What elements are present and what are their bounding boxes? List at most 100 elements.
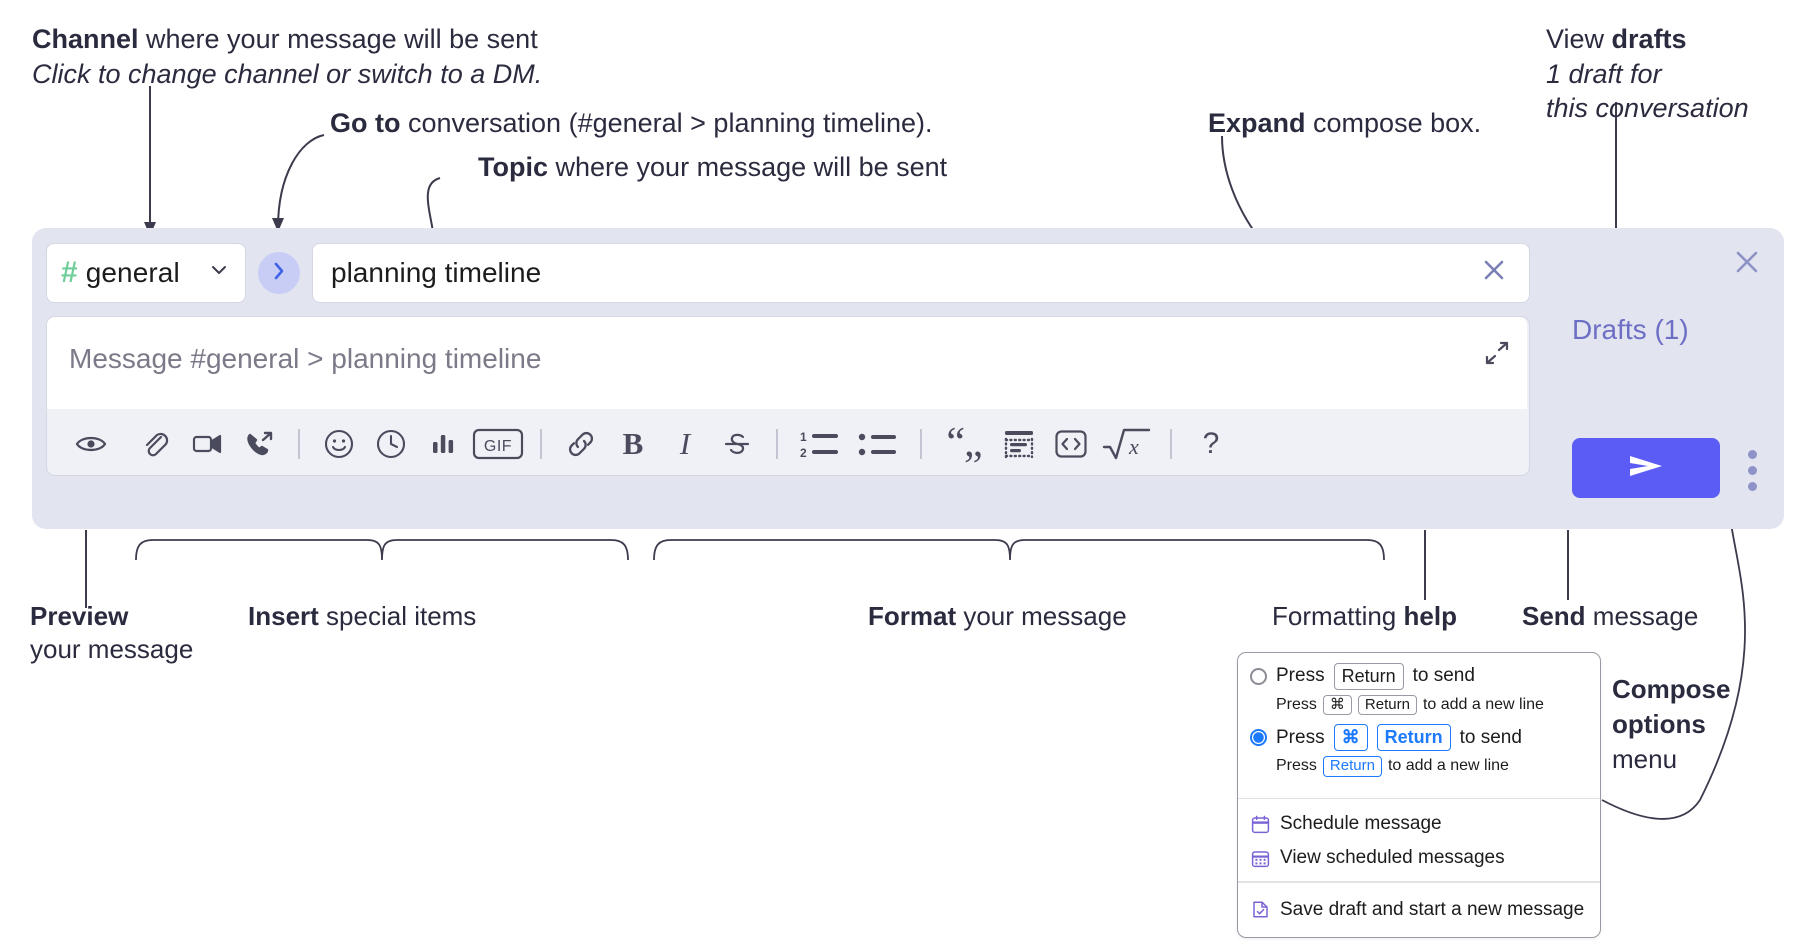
annotation-expand-bold: Expand <box>1208 108 1306 138</box>
strikethrough-icon[interactable] <box>711 421 763 467</box>
send-option-cmd-return-sub: Press Return to add a new line <box>1276 755 1588 777</box>
key-return: Return <box>1357 694 1417 716</box>
sub-tail-label: to add a new line <box>1422 695 1544 713</box>
key-command: ⌘ <box>1333 724 1368 751</box>
annotation-expand-rest: compose box. <box>1305 108 1482 138</box>
annotation-insert-rest: special items <box>318 601 477 631</box>
clock-reminder-icon[interactable] <box>365 421 417 467</box>
annotation-compose-options-bold2: options <box>1612 708 1706 739</box>
code-block-icon[interactable] <box>993 421 1045 467</box>
channel-selector[interactable]: # general <box>46 243 246 303</box>
close-icon[interactable] <box>1479 255 1515 292</box>
italic-icon[interactable]: I <box>679 426 691 461</box>
menu-schedule-group: Schedule message View scheduled messages <box>1238 799 1600 881</box>
annotation-preview-rest: your message <box>30 634 194 665</box>
send-button[interactable] <box>1572 438 1720 498</box>
compose-options-button[interactable] <box>1748 450 1757 491</box>
gif-icon[interactable]: GIF <box>469 421 527 467</box>
menu-divider <box>1238 881 1600 883</box>
send-option-return-sub: Press ⌘ Return to add a new line <box>1276 694 1588 716</box>
annotation-channel-italic: Click to change channel or switch to a D… <box>32 58 543 89</box>
menu-item-label: View scheduled messages <box>1280 847 1505 868</box>
menu-draft-group: Save draft and start a new message <box>1238 883 1600 937</box>
annotation-drafts: View drafts 1 draft for this conversatio… <box>1546 22 1749 126</box>
link-icon[interactable] <box>555 421 607 467</box>
topic-value: planning timeline <box>331 257 542 288</box>
poll-bar-chart-icon[interactable] <box>417 421 469 467</box>
annotation-format-bold: Format <box>868 601 957 631</box>
svg-text:2: 2 <box>800 446 807 460</box>
more-options-dot <box>1748 450 1757 459</box>
topic-input[interactable]: planning timeline <box>312 243 1530 303</box>
more-options-dot <box>1748 482 1757 491</box>
key-return: Return <box>1376 724 1451 751</box>
toolbar-divider <box>776 429 778 459</box>
close-icon[interactable] <box>1730 245 1764 284</box>
radio-selected[interactable] <box>1250 729 1267 746</box>
audio-clip-icon[interactable] <box>233 421 285 467</box>
ordered-list-icon[interactable]: 1 2 <box>791 421 849 467</box>
bold-icon[interactable]: B <box>622 426 644 461</box>
menu-divider <box>1238 797 1600 799</box>
compose-panel: # general planning timeline <box>32 228 1784 529</box>
compose-options-menu: Press Return to send Press ⌘ Return to a… <box>1237 652 1601 938</box>
annotation-compose-options: Compose options menu <box>1612 672 1730 776</box>
emoji-icon[interactable] <box>313 421 365 467</box>
compose-inner: # general planning timeline <box>46 242 1530 476</box>
option-press-label: Press <box>1276 726 1325 748</box>
annotation-topic-rest: where your message will be sent <box>548 152 948 182</box>
option-tail-label: to send <box>1459 726 1522 748</box>
annotation-drafts-italic1: 1 draft for <box>1546 58 1662 89</box>
annotation-goto-rest: conversation (#general > planning timeli… <box>400 108 933 138</box>
compose-header-row: # general planning timeline <box>46 242 1530 304</box>
menu-item-label: Schedule message <box>1280 813 1442 834</box>
annotation-send-bold: Send <box>1522 601 1586 631</box>
annotation-help-plain: Formatting <box>1272 601 1404 631</box>
calendar-schedule-icon <box>1250 814 1270 834</box>
annotation-drafts-italic2: this conversation <box>1546 93 1749 124</box>
svg-text:1: 1 <box>800 430 807 444</box>
code-inline-icon[interactable] <box>1045 421 1097 467</box>
annotation-send: Send message <box>1522 600 1698 633</box>
annotation-compose-options-rest: menu <box>1612 743 1678 774</box>
sub-press-label: Press <box>1276 757 1317 775</box>
annotation-expand: Expand compose box. <box>1208 106 1481 141</box>
menu-item-save-draft[interactable]: Save draft and start a new message <box>1238 889 1600 927</box>
more-options-dot <box>1748 466 1757 475</box>
attachment-icon[interactable] <box>129 421 181 467</box>
menu-item-view-scheduled-messages[interactable]: View scheduled messages <box>1238 841 1600 875</box>
annotation-drafts-plain: View <box>1546 24 1612 54</box>
latex-math-icon[interactable]: x <box>1097 421 1157 467</box>
send-option-return[interactable]: Press Return to send Press ⌘ Return to a… <box>1250 663 1588 716</box>
formatting-help-icon[interactable]: ? <box>1202 427 1220 460</box>
annotation-help: Formatting help <box>1272 600 1457 633</box>
svg-text:x: x <box>1128 434 1139 459</box>
annotation-drafts-bold: drafts <box>1611 24 1687 54</box>
send-option-cmd-return[interactable]: Press ⌘ Return to send Press Return to a… <box>1250 724 1588 777</box>
annotation-topic-bold: Topic <box>478 152 548 182</box>
drafts-link[interactable]: Drafts (1) <box>1572 314 1689 345</box>
toolbar-divider <box>540 429 542 459</box>
message-placeholder: Message #general > planning timeline <box>47 317 1527 409</box>
annotation-compose-options-bold1: Compose <box>1612 674 1731 704</box>
expand-icon[interactable] <box>1483 339 1511 372</box>
formatting-toolbar: GIF B I <box>47 413 1531 475</box>
preview-icon[interactable] <box>65 421 117 467</box>
radio-unselected[interactable] <box>1250 667 1267 685</box>
bulleted-list-icon[interactable] <box>849 421 907 467</box>
annotation-send-rest: message <box>1585 601 1699 631</box>
goto-conversation-button[interactable] <box>258 252 300 294</box>
annotation-goto: Go to conversation (#general > planning … <box>330 106 933 141</box>
blockquote-icon[interactable]: “„ <box>946 420 982 467</box>
chevron-right-icon <box>268 260 290 287</box>
annotation-format: Format your message <box>868 600 1127 633</box>
annotation-preview: Preview your message <box>30 600 193 667</box>
hash-icon: # <box>61 256 78 289</box>
save-draft-icon <box>1250 900 1270 920</box>
annotation-insert-bold: Insert <box>248 601 319 631</box>
annotation-format-rest: your message <box>956 601 1127 631</box>
message-input-box[interactable]: Message #general > planning timeline <box>46 316 1530 476</box>
menu-item-schedule-message[interactable]: Schedule message <box>1238 803 1600 841</box>
video-clip-icon[interactable] <box>181 421 233 467</box>
calendar-grid-icon <box>1250 848 1270 868</box>
